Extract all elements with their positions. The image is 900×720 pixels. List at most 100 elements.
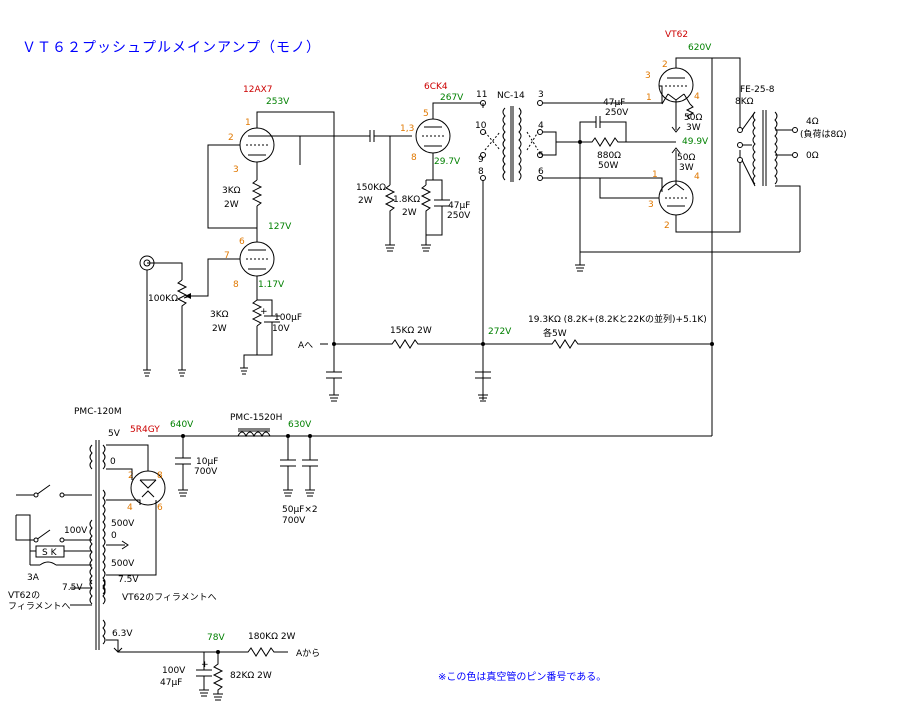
choke-label: PMC-1520H: [230, 413, 282, 423]
pin-label: 8: [411, 153, 417, 163]
pin-label: 1,3: [400, 124, 414, 134]
pin-label: 1: [652, 170, 658, 180]
pt-0-label: 0: [110, 457, 116, 467]
a-to-label: Aへ: [298, 341, 313, 351]
resistor-19k3-label: 19.3KΩ (8.2K+(8.2Kと22Kの並列)+5.1K): [528, 313, 707, 325]
pin-label: 6: [157, 503, 163, 513]
pin-label: 4: [694, 172, 700, 182]
pt-5v-label: 5V: [108, 429, 121, 439]
resistor-880-watt: 50W: [598, 161, 618, 171]
pin-label: 3: [233, 165, 239, 175]
resistor-19k3-watt: 各5W: [543, 327, 567, 339]
cap-100v-label: 100V: [162, 666, 186, 676]
resistor-880-label: 880Ω: [597, 151, 621, 161]
interstage-transformer: [502, 106, 522, 182]
resistor-50ohm-top-label: 50Ω: [684, 113, 702, 123]
tube-vt62-upper: [658, 67, 694, 103]
volume-100k-label: 100KΩ: [148, 294, 178, 304]
resistor-50ohm-top-watt: 3W: [686, 123, 701, 133]
sk-label: S K: [42, 548, 58, 558]
cap-47u-2-label: 47μF: [603, 98, 625, 108]
terminal-label: 5: [538, 151, 544, 161]
speaker-load-note: (負荷は8Ω): [800, 128, 847, 140]
cap-50u-volt: 700V: [282, 516, 306, 526]
pin-label: 2: [128, 471, 134, 481]
pin-label: 1: [245, 118, 251, 128]
a-from-label: Aから: [296, 648, 320, 659]
voltage-12ax7-plate: 253V: [266, 97, 290, 107]
cap-47u-3-label: 47μF: [160, 678, 182, 688]
pin-label: 8: [157, 471, 163, 481]
power-transformer: [89, 440, 106, 650]
tube-12ax7-upper: [239, 127, 275, 163]
terminal-label: 4: [538, 121, 544, 131]
pt-500v-label: 500V: [111, 519, 135, 529]
tube-12ax7-lower: [239, 241, 275, 277]
pin-label: 3: [648, 200, 654, 210]
speaker-0ohm-label: 0Ω: [806, 151, 819, 161]
pin-label: 3: [645, 71, 651, 81]
pt-0b-label: 0: [111, 531, 117, 541]
output-transformer-8k: 8KΩ: [735, 97, 754, 107]
pin-label: 4: [127, 503, 133, 513]
filament-right-label: VT62のフィラメントへ: [122, 592, 217, 603]
terminal-label: 6: [538, 167, 544, 177]
pin-label: 7: [224, 251, 230, 261]
pt-500vb-label: 500V: [111, 559, 135, 569]
terminal-label: 8: [478, 167, 484, 177]
power-switch-icon[interactable]: [16, 484, 92, 498]
diagram-title: ＶＴ６２プッシュプルメインアンプ（モノ）: [22, 40, 321, 56]
pin-label: 5: [423, 109, 429, 119]
filament-left-label-1: VT62の: [8, 591, 40, 601]
cap-10u-label: 10μF: [196, 457, 218, 467]
tube-vt62-lower: [658, 180, 694, 216]
resistor-150k-label: 150KΩ: [356, 183, 386, 193]
resistor-82k-label: 82KΩ 2W: [230, 671, 272, 681]
filament-left-label-2: フィラメントへ: [8, 601, 71, 612]
cap-47u-label: 47μF: [448, 201, 470, 211]
choke-inductor: [237, 428, 271, 438]
speaker-4ohm-label: 4Ω: [806, 117, 819, 127]
pin-label: 2: [228, 133, 234, 143]
resistor-3k-top-label: 3KΩ: [222, 186, 241, 196]
resistor-3k-bot-label: 3KΩ: [210, 310, 229, 320]
resistor-1p8k-watt: 2W: [402, 208, 417, 218]
cap-100u-volt: 10V: [272, 324, 290, 334]
pt-100v-label: 100V: [64, 526, 88, 536]
voltage-78: 78V: [207, 633, 225, 643]
output-transformer: [752, 110, 778, 186]
resistor-50ohm-bot-watt: 3W: [679, 163, 694, 173]
resistor-1p8k-label: 1.8KΩ: [393, 195, 420, 205]
terminal-label: 11: [476, 90, 487, 100]
pin-label: 2: [664, 221, 670, 231]
resistor-180k-label: 180KΩ 2W: [248, 632, 296, 642]
voltage-272: 272V: [488, 327, 512, 337]
resistor-150k-watt: 2W: [358, 196, 373, 206]
pin-label: 4: [694, 92, 700, 102]
tube-12ax7-label: 12AX7: [243, 85, 273, 95]
voltage-vt62-plate: 620V: [688, 43, 712, 53]
voltage-12ax7-cathode: 1.17V: [258, 280, 285, 290]
terminal-label: 9: [478, 155, 484, 165]
voltage-vt62-cathode: 49.9V: [682, 137, 709, 147]
resistor-15k-label: 15KΩ 2W: [390, 326, 432, 336]
voltage-6ck4-plate: 267V: [440, 93, 464, 103]
svg-text:+: +: [201, 660, 209, 670]
voltage-12ax7-low: 127V: [268, 222, 292, 232]
fuse-label: 3A: [27, 573, 40, 583]
footnote: ※この色は真空管のピン番号である。: [438, 670, 606, 683]
output-transformer-label: FE-25-8: [740, 85, 775, 95]
resistor-3k-top-watt: 2W: [224, 200, 239, 210]
resistor-50ohm-bot-label: 50Ω: [677, 153, 695, 163]
voltage-640: 640V: [170, 420, 194, 430]
pt-7v5b-label: 7.5V: [118, 575, 139, 585]
pin-label: 8: [233, 280, 239, 290]
interstage-nc14-label: NC-14: [497, 91, 525, 101]
tube-vt62-label: VT62: [665, 30, 688, 40]
terminal-label: 10: [475, 121, 487, 131]
voltage-6ck4-cathode: 29.7V: [434, 157, 461, 167]
tube-6ck4-label: 6CK4: [424, 82, 448, 92]
cap-47u-2-volt: 250V: [605, 108, 629, 118]
tube-6ck4: [415, 118, 451, 154]
